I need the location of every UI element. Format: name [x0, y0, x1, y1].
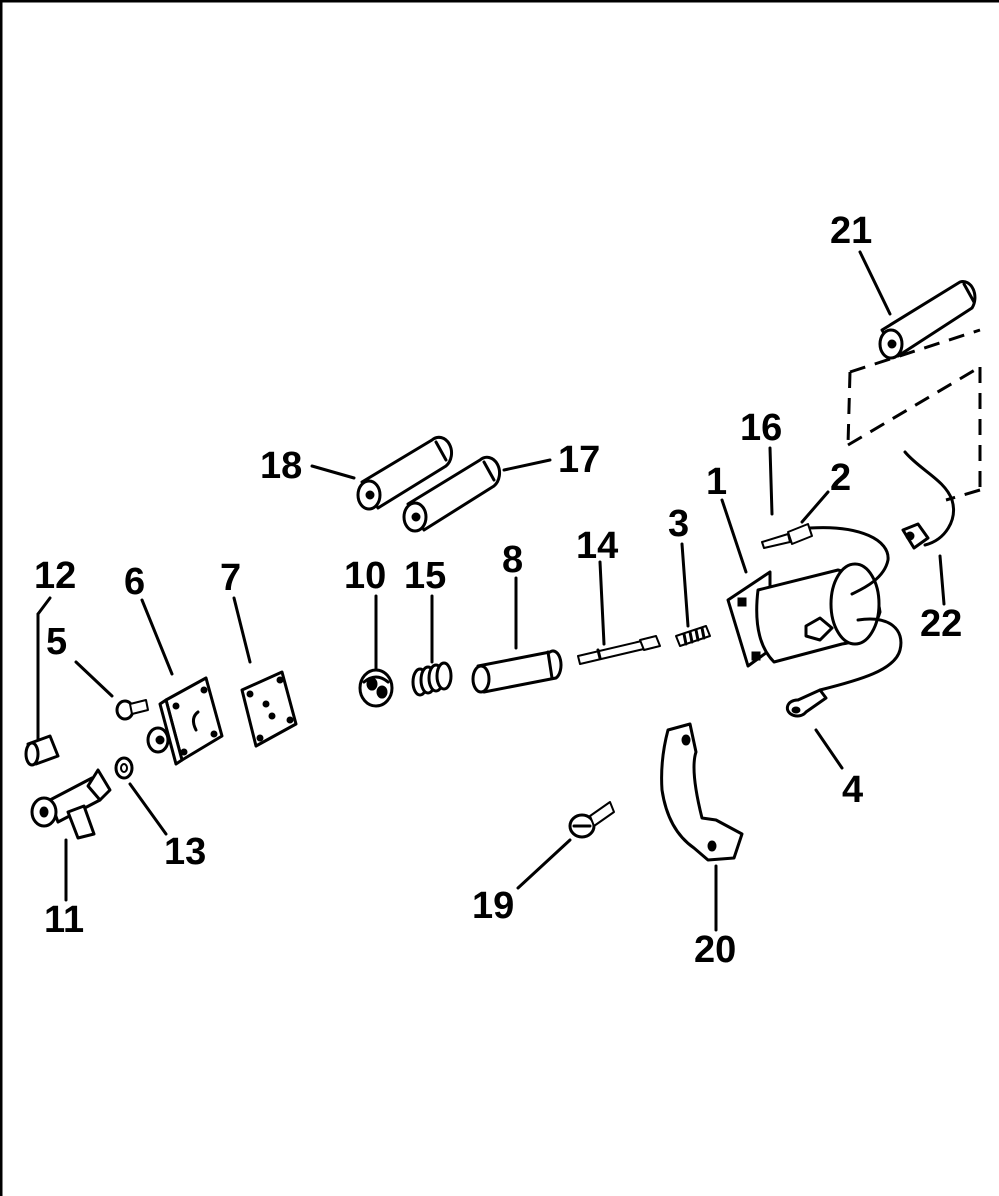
leader-lines	[36, 250, 946, 932]
part-10-valve	[358, 668, 394, 708]
callout-17: 17	[558, 439, 600, 481]
callout-14: 14	[576, 525, 618, 567]
dashed-group-bracket	[846, 328, 982, 502]
callout-labels: 21 18 17 16 2 1 3 14 8 15 10 7 6 12 5 13…	[34, 210, 962, 971]
callout-18: 18	[260, 445, 302, 487]
part-4-ring-terminal	[785, 688, 828, 718]
part-18-tube	[356, 435, 454, 511]
part-2-connector	[787, 523, 813, 545]
callout-16: 16	[740, 407, 782, 449]
callout-10: 10	[344, 555, 386, 597]
callout-11: 11	[44, 899, 84, 941]
part-12-cap	[24, 734, 60, 767]
callout-8: 8	[502, 539, 523, 581]
part-7-gasket	[240, 670, 298, 748]
part-11-fitting	[30, 768, 112, 840]
motor-wires	[808, 526, 903, 692]
callout-4: 4	[842, 769, 863, 811]
part-21-tube	[878, 280, 977, 360]
part-22-wire-clip	[901, 450, 955, 550]
callout-2: 2	[830, 457, 851, 499]
callout-19: 19	[472, 885, 514, 927]
callout-21: 21	[830, 210, 872, 252]
part-5-screw	[115, 699, 149, 721]
part-13-oring	[114, 756, 134, 780]
callout-5: 5	[46, 621, 67, 663]
callout-20: 20	[694, 929, 736, 971]
part-20-clamp	[660, 722, 744, 862]
callout-22: 22	[920, 603, 962, 645]
part-16-terminal	[761, 533, 791, 549]
part-1-motor	[726, 562, 882, 668]
callout-6: 6	[124, 561, 145, 603]
callout-3: 3	[668, 503, 689, 545]
part-6-cover	[146, 676, 224, 766]
callout-12: 12	[34, 555, 76, 597]
part-14-rod	[577, 635, 661, 665]
part-17-tube	[402, 455, 502, 533]
callout-13: 13	[164, 831, 206, 873]
part-19-screw	[568, 801, 615, 839]
callout-1: 1	[706, 461, 727, 503]
part-3-spring	[675, 625, 711, 647]
part-15-spring	[411, 661, 453, 697]
part-8-plunger	[471, 649, 563, 694]
callout-15: 15	[404, 555, 446, 597]
callout-7: 7	[220, 557, 241, 599]
